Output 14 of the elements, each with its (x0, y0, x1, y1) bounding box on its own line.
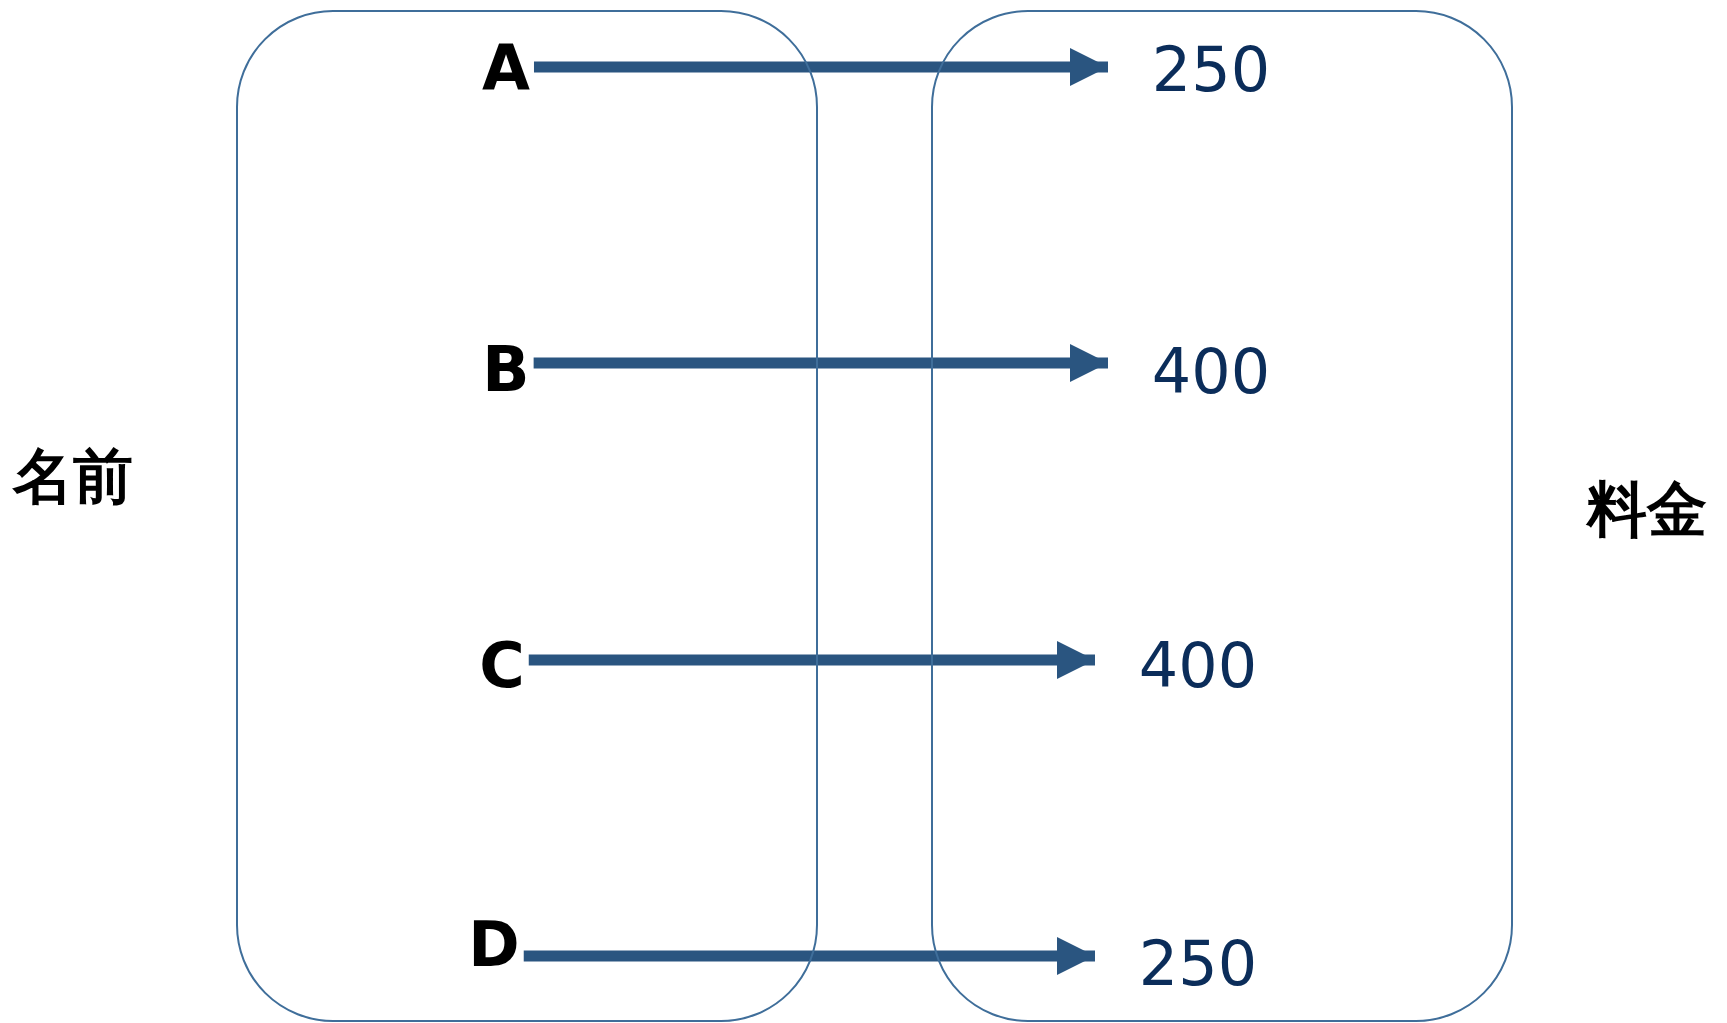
arrow (534, 48, 1108, 86)
value-label: 400 (1138, 635, 1258, 697)
element-label: D (468, 914, 520, 976)
arrow (523, 937, 1095, 975)
arrow (528, 641, 1095, 679)
value-label: 250 (1151, 39, 1271, 101)
element-label: B (482, 339, 530, 401)
element-label: C (479, 635, 525, 697)
set-label: 名前 (13, 446, 133, 506)
set-label: 料金 (1587, 479, 1707, 539)
arrow (533, 344, 1108, 382)
element-label: A (482, 37, 530, 99)
value-label: 250 (1138, 933, 1258, 995)
value-label: 400 (1151, 341, 1271, 403)
